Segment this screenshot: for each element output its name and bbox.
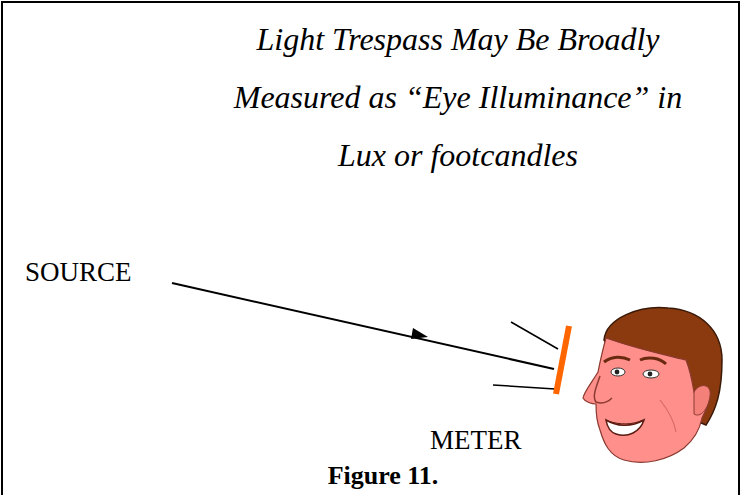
meter-line [511, 322, 558, 349]
meter-sensor [556, 326, 569, 394]
face-figure [583, 308, 722, 463]
meter-line [493, 385, 555, 389]
figure-caption: Figure 11. [328, 461, 439, 491]
part-label: SOURCE [25, 256, 132, 288]
title-text: Light Trespass May Be Broadly Measured a… [218, 10, 698, 184]
part-label: METER [430, 424, 522, 456]
light-ray [172, 283, 554, 369]
ray-arrowhead [411, 328, 428, 339]
